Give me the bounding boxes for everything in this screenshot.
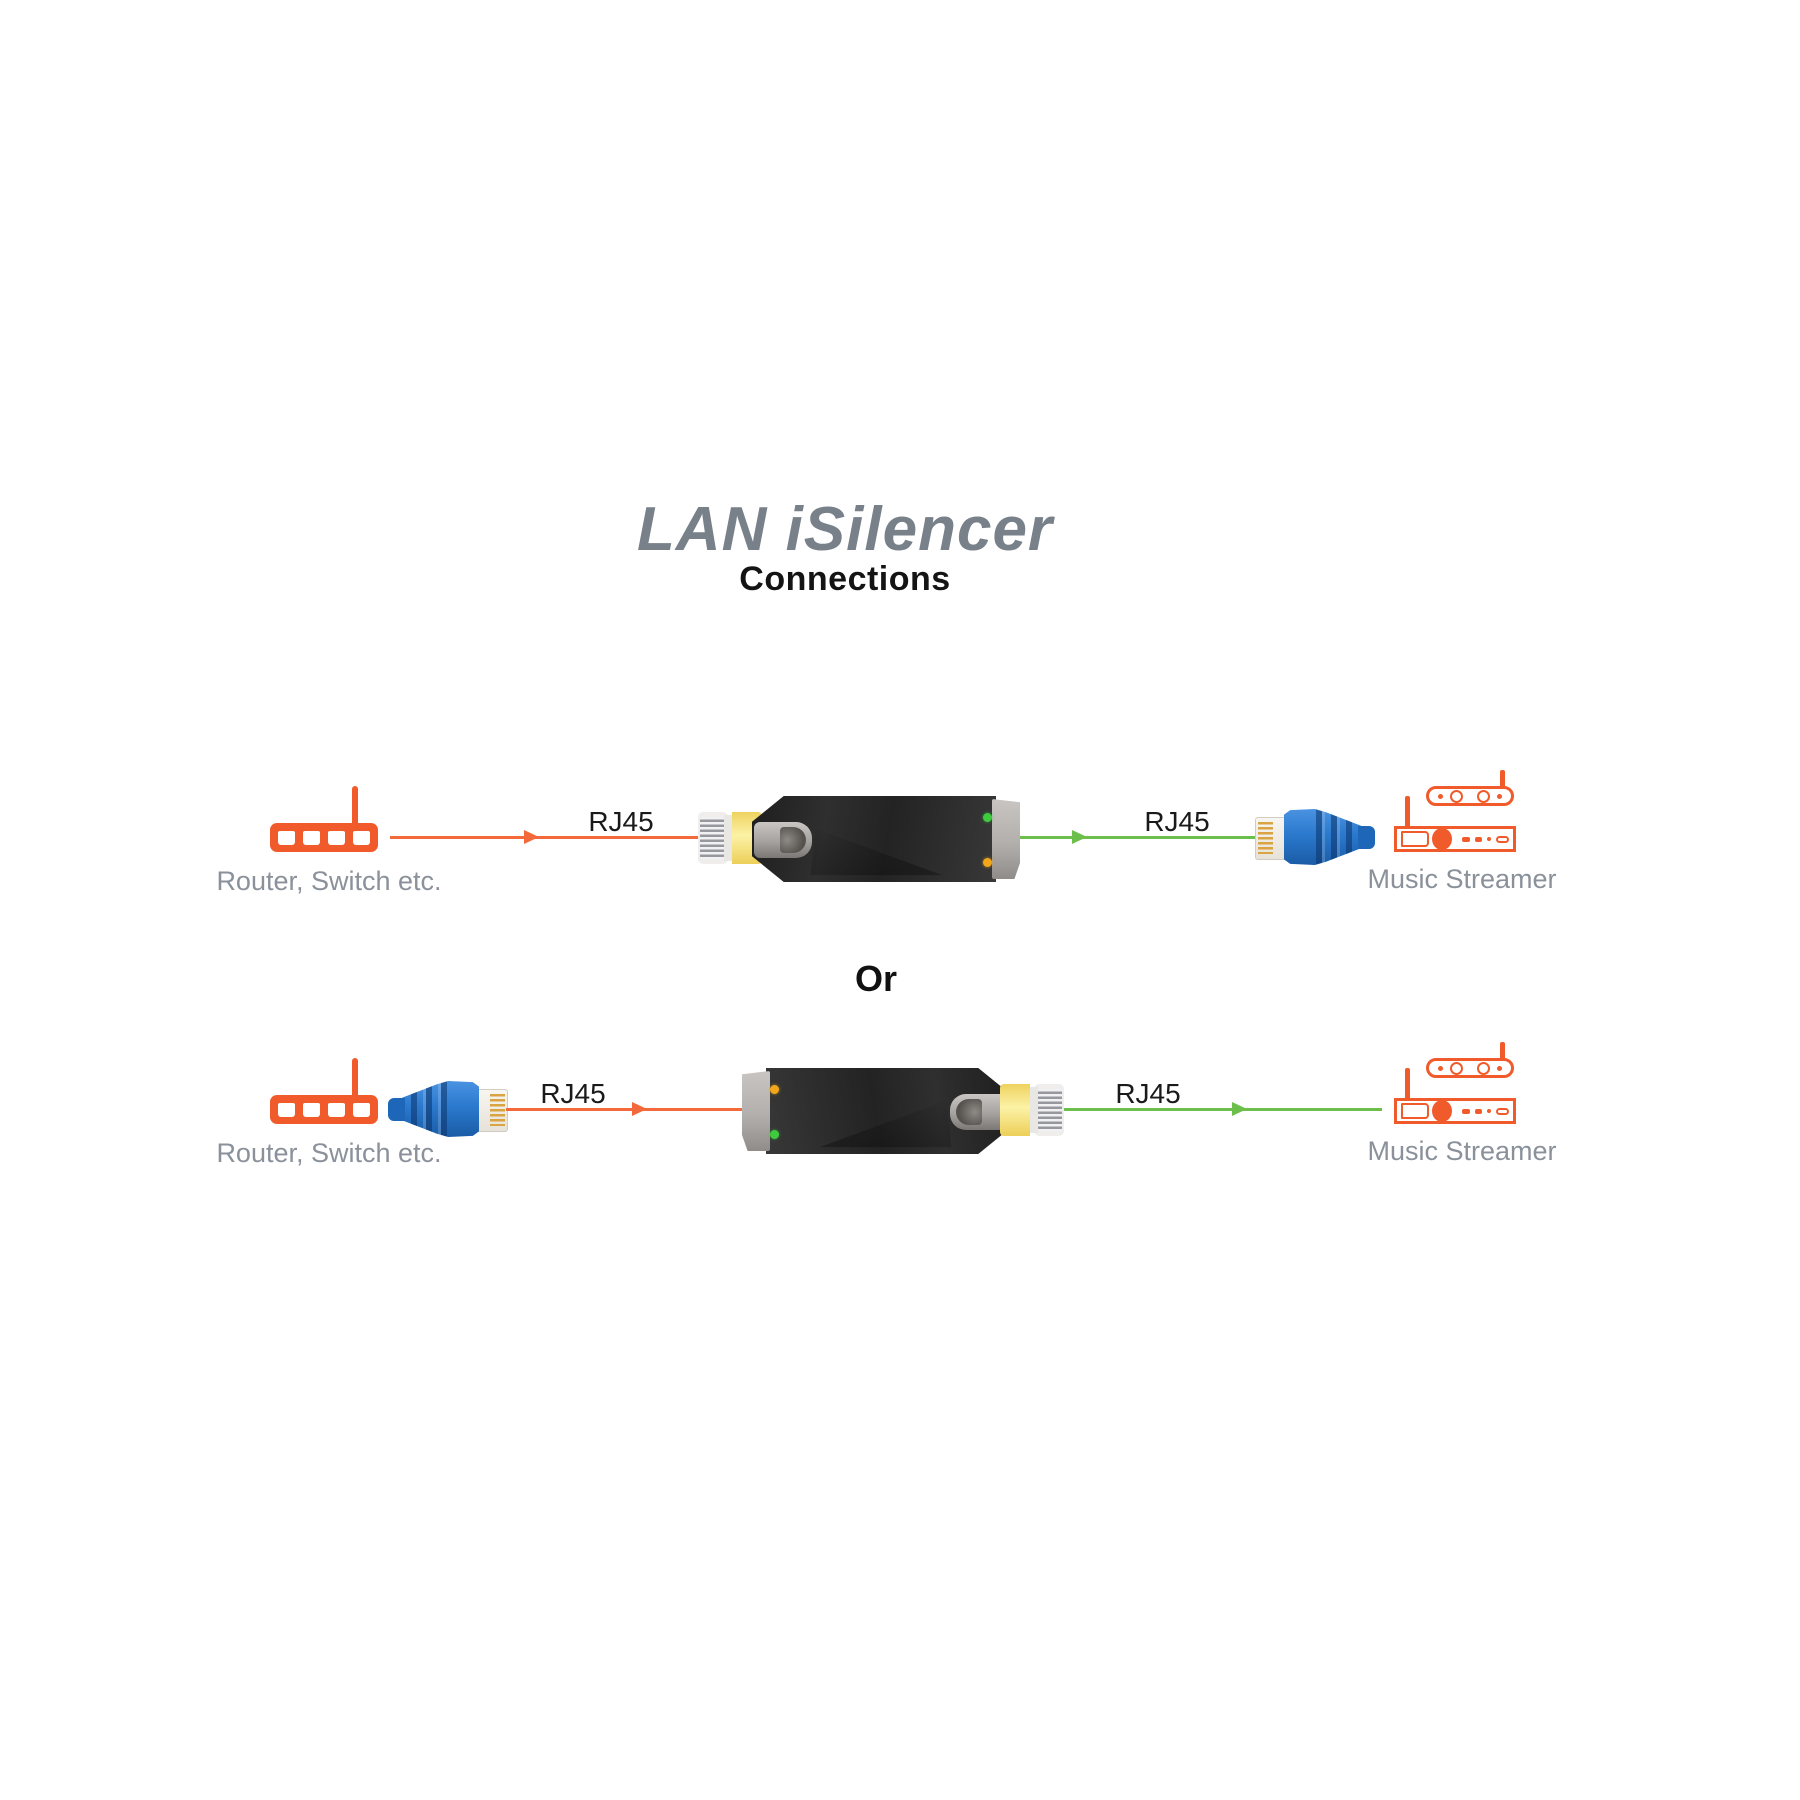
streamer-main-unit [1394, 1098, 1516, 1124]
arrow-right-icon [1072, 830, 1087, 844]
page-title: LAN iSilencer [636, 495, 1054, 564]
rj45-output-label: RJ45 [1115, 1078, 1181, 1109]
router-port-icon [303, 1102, 320, 1117]
led-amber-icon [983, 858, 992, 867]
led-green-icon [770, 1130, 779, 1139]
device-end-cap [992, 799, 1020, 879]
lan-isilencer-device [742, 1068, 1010, 1154]
router-port-icon [328, 1102, 345, 1117]
plug-contacts [1038, 1089, 1062, 1131]
antenna-icon [1405, 1068, 1410, 1100]
router-icon [270, 786, 378, 852]
rj45-input-label: RJ45 [588, 806, 654, 837]
plug-slot [1030, 1087, 1038, 1133]
rj45-plug-blue-icon [1255, 809, 1375, 865]
plug-contacts [1255, 817, 1285, 860]
router-port-icon [353, 830, 370, 845]
source-device-label: Router, Switch etc. [216, 1138, 442, 1168]
router-port-icon [303, 830, 320, 845]
antenna-icon [1500, 770, 1505, 788]
plug-boot [1284, 809, 1361, 865]
rj45-plug-yellow-icon [1000, 1084, 1064, 1136]
router-port-icon [328, 830, 345, 845]
arrow-right-icon [632, 1102, 647, 1116]
router-port-icon [278, 1102, 295, 1117]
arrow-right-icon [524, 830, 539, 844]
router-port-icon [278, 830, 295, 845]
volume-knob-icon [1432, 828, 1452, 850]
volume-knob-icon [1432, 1100, 1452, 1122]
display-icon [1401, 1103, 1430, 1119]
display-icon [1401, 831, 1430, 847]
router-antenna-icon [352, 786, 358, 826]
signal-line-orange [506, 1108, 743, 1111]
plug-boot [402, 1081, 479, 1137]
antenna-icon [1405, 796, 1410, 828]
source-device-label: Router, Switch etc. [216, 866, 442, 896]
page-subtitle: Connections [739, 560, 951, 598]
lan-isilencer-device [752, 796, 1020, 882]
destination-device-label: Music Streamer [1367, 864, 1557, 894]
plug-latch [754, 822, 812, 858]
streamer-top-unit [1426, 786, 1514, 806]
music-streamer-icon [1392, 1042, 1527, 1126]
router-body-icon [270, 823, 378, 852]
music-streamer-icon [1392, 770, 1527, 854]
plug-boot [1000, 1084, 1030, 1136]
device-end-cap [742, 1071, 770, 1151]
led-amber-icon [770, 1085, 779, 1094]
router-body-icon [270, 1095, 378, 1124]
router-antenna-icon [352, 1058, 358, 1098]
or-separator: Or [854, 958, 897, 999]
led-green-icon [983, 813, 992, 822]
antenna-icon [1500, 1042, 1505, 1060]
rj45-plug-blue-icon [388, 1081, 508, 1137]
destination-device-label: Music Streamer [1367, 1136, 1557, 1166]
signal-line-green [1064, 1108, 1382, 1111]
rj45-input-label: RJ45 [540, 1078, 606, 1109]
cable-stub [388, 1098, 405, 1121]
router-icon [270, 1058, 378, 1124]
plug-slot [724, 815, 732, 861]
streamer-main-unit [1394, 826, 1516, 852]
signal-line-orange [390, 836, 700, 839]
arrow-right-icon [1232, 1102, 1247, 1116]
plug-contacts [700, 817, 724, 859]
cable-stub [1358, 826, 1375, 849]
router-port-icon [353, 1102, 370, 1117]
signal-line-green [1020, 836, 1256, 839]
rj45-output-label: RJ45 [1144, 806, 1210, 837]
streamer-top-unit [1426, 1058, 1514, 1078]
plug-contacts [478, 1089, 508, 1132]
